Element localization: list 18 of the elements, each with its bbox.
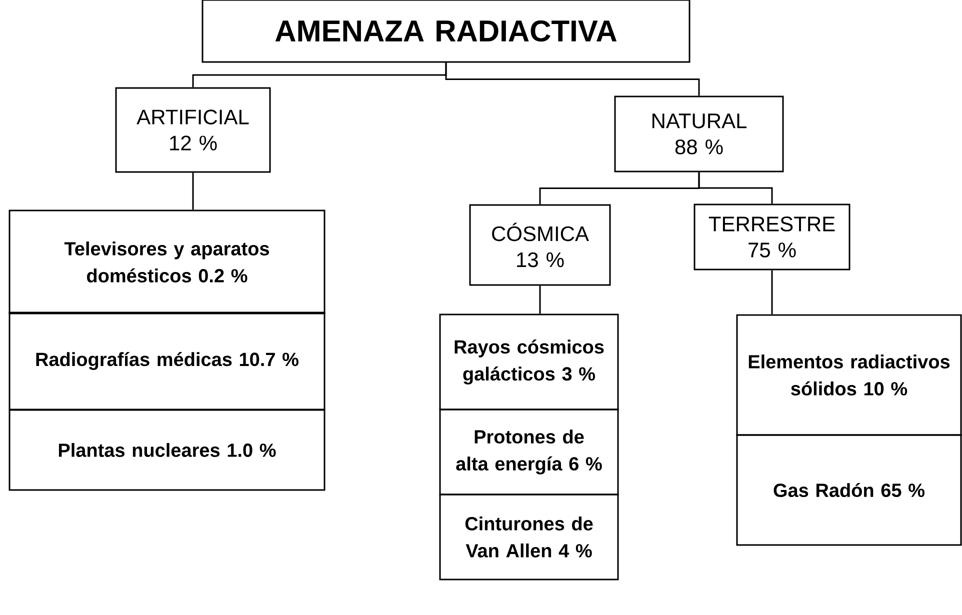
table-cell: Cinturones de Van Allen 4 % bbox=[439, 494, 619, 580]
connector-line bbox=[771, 270, 773, 314]
table-cell: Protones de alta energía 6 % bbox=[439, 408, 619, 496]
connector-line bbox=[698, 172, 773, 204]
category-box: ARTIFICIAL 12 % bbox=[115, 87, 271, 173]
table-cell: Plantas nucleares 1.0 % bbox=[8, 409, 326, 491]
table-cell: Elementos radiactivos sólidos 10 % bbox=[736, 314, 962, 436]
table-cell: Rayos cósmicos galácticos 3 % bbox=[439, 314, 619, 410]
connector-line bbox=[445, 62, 700, 96]
connector-line bbox=[192, 172, 194, 210]
connector-line bbox=[539, 286, 541, 314]
category-box: TERRESTRE 75 % bbox=[694, 204, 850, 270]
table-cell: Gas Radón 65 % bbox=[736, 434, 962, 546]
category-box: NATURAL 88 % bbox=[614, 96, 784, 172]
table-cell: Radiografías médicas 10.7 % bbox=[8, 312, 326, 410]
table-cell: Televisores y aparatos domésticos 0.2 % bbox=[8, 210, 326, 314]
category-box: CÓSMICA 13 % bbox=[469, 204, 611, 286]
title-box: AMENAZA RADIACTIVA bbox=[202, 0, 690, 63]
